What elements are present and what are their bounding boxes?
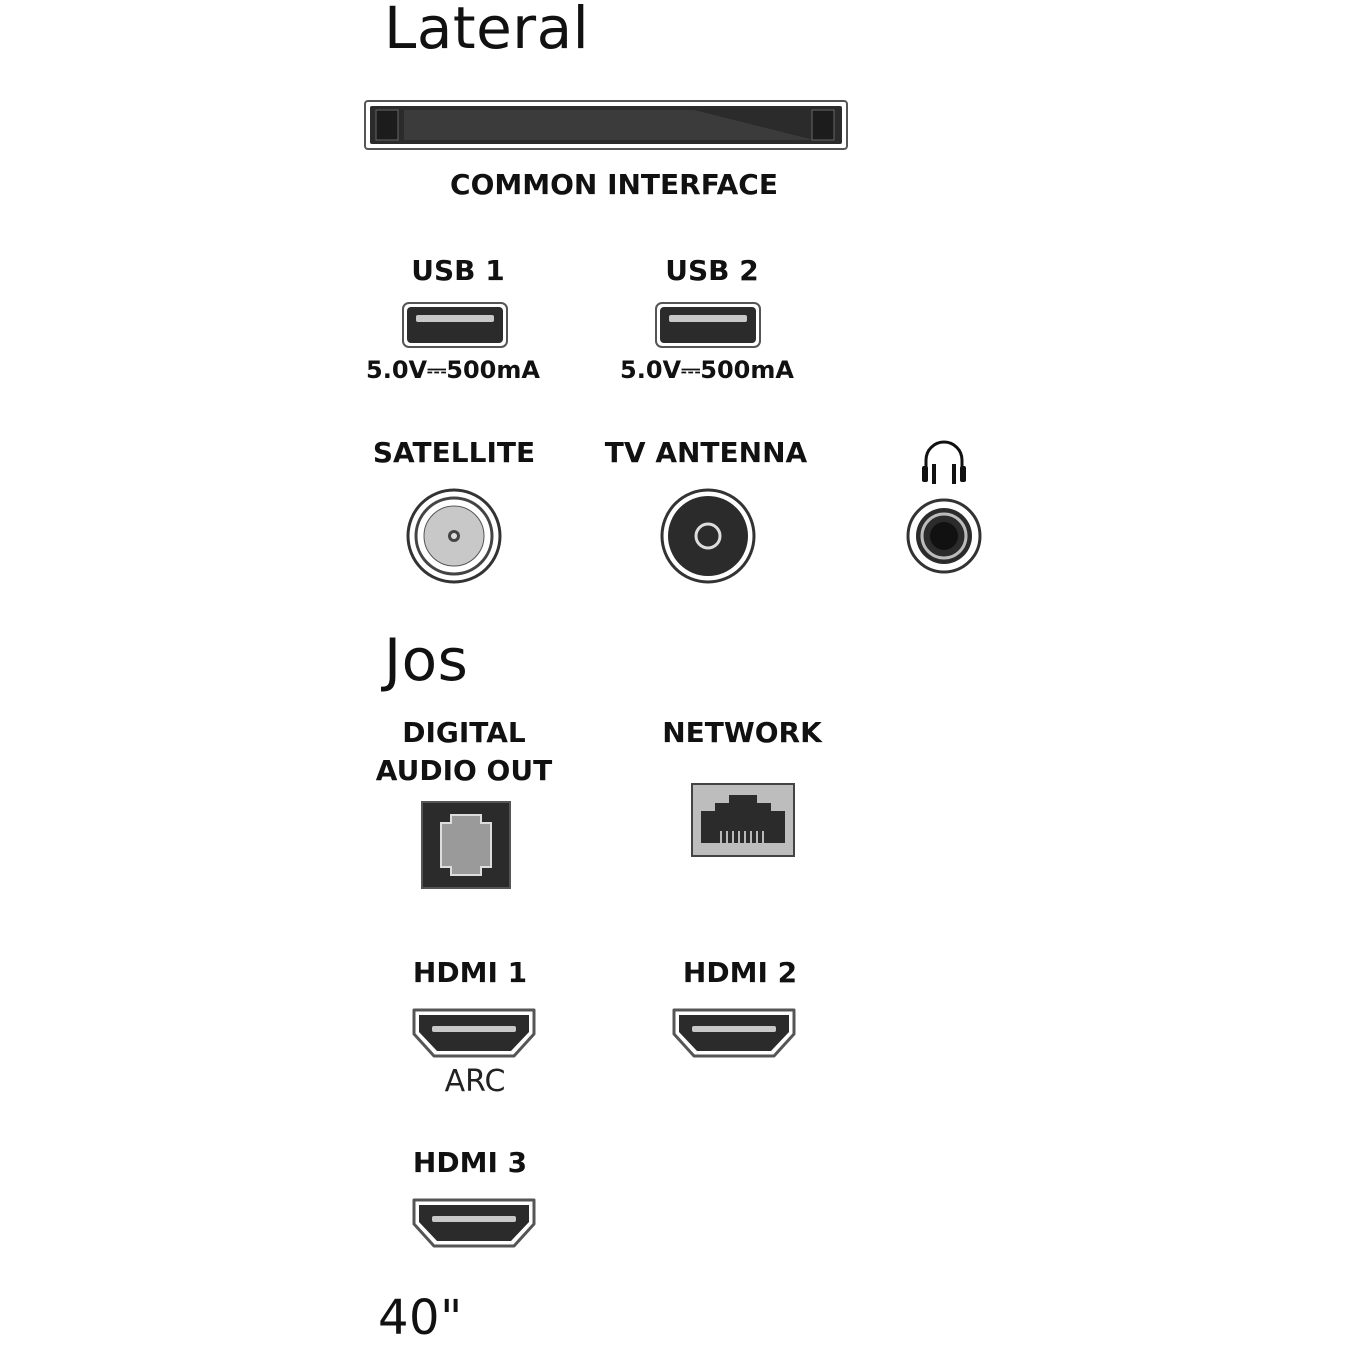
headphone-jack-icon: [906, 498, 982, 574]
hdmi3-port-icon: [412, 1198, 536, 1248]
usb2-rating: 5.0V⎓500mA: [620, 356, 794, 384]
usb2-port-icon: [655, 302, 761, 348]
hdmi2-port-icon: [672, 1008, 796, 1058]
common-interface-slot-icon: [364, 100, 848, 150]
screen-size-label: 40": [378, 1290, 463, 1346]
usb1-port-icon: [402, 302, 508, 348]
usb1-label: USB 1: [411, 254, 505, 287]
common-interface-label: COMMON INTERFACE: [450, 168, 778, 201]
ethernet-port-icon: [691, 783, 795, 857]
satellite-connector-icon: [406, 488, 502, 584]
hdmi2-label: HDMI 2: [682, 956, 798, 989]
section-title-bottom: Jos: [384, 626, 469, 694]
hdmi3-label: HDMI 3: [412, 1146, 528, 1179]
hdmi1-port-icon: [412, 1008, 536, 1058]
optical-port-icon: [421, 801, 511, 889]
digital-audio-out-label-line1: DIGITAL: [402, 716, 526, 749]
tv-antenna-label: TV ANTENNA: [604, 436, 808, 469]
usb2-label: USB 2: [665, 254, 759, 287]
section-title-side: Lateral: [384, 0, 590, 62]
digital-audio-out-label-line2: AUDIO OUT: [375, 754, 553, 787]
satellite-label: SATELLITE: [372, 436, 536, 469]
usb1-rating: 5.0V⎓500mA: [366, 356, 540, 384]
hdmi1-arc-label: ARC: [444, 1064, 506, 1099]
network-label: NETWORK: [662, 716, 822, 749]
headphones-icon: [922, 440, 966, 484]
hdmi1-label: HDMI 1: [412, 956, 528, 989]
tv-antenna-connector-icon: [660, 488, 756, 584]
